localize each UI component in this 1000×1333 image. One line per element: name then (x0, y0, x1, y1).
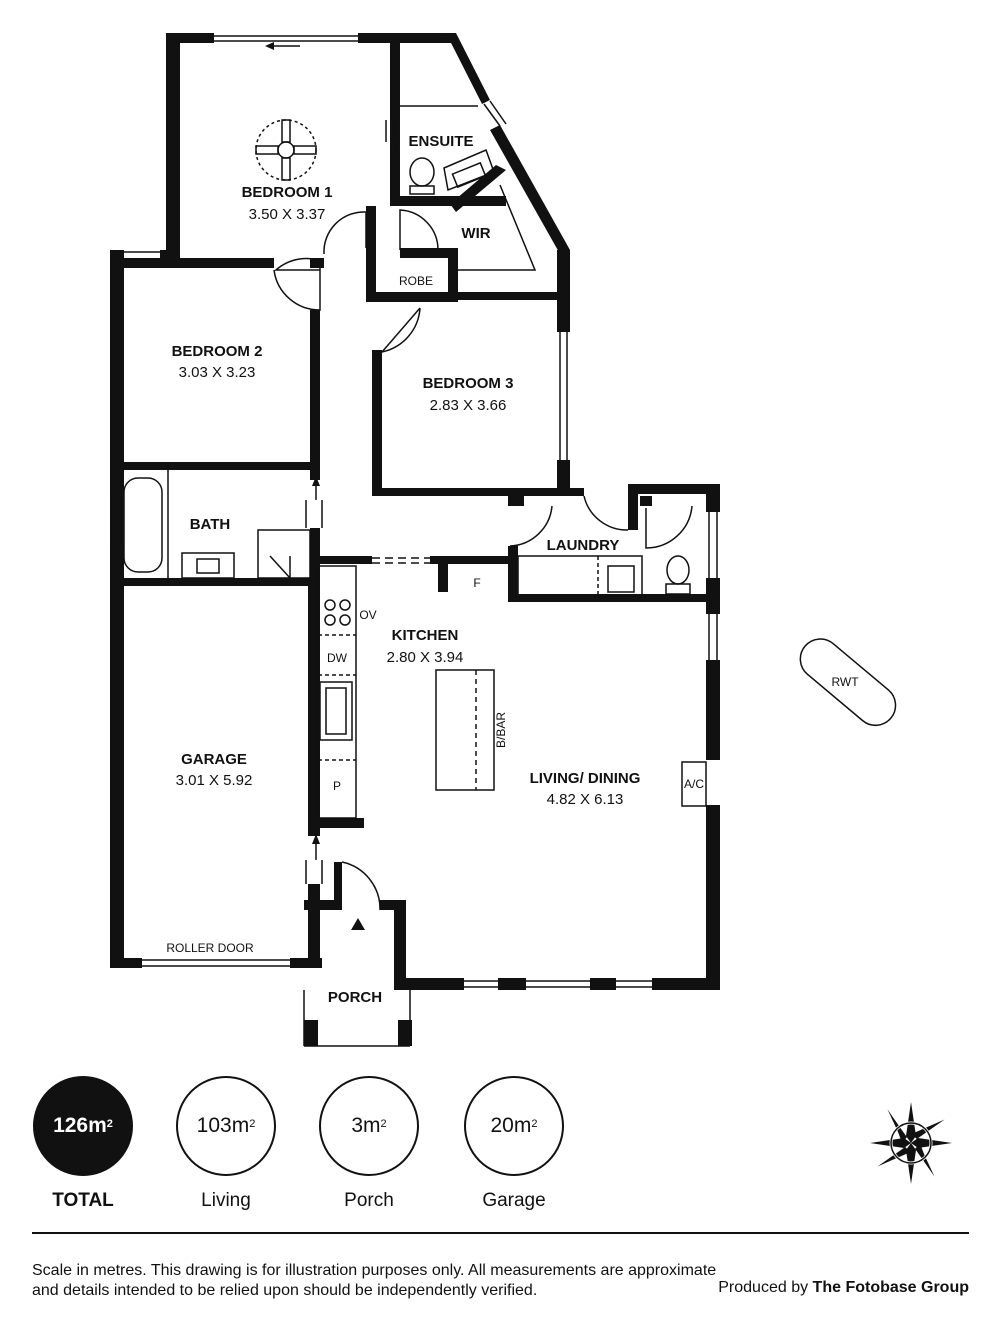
bedroom3-label: BEDROOM 3 (423, 375, 514, 392)
area-porch-value: 3m (351, 1114, 381, 1137)
area-total-value: 126m (53, 1114, 107, 1137)
bedroom2-label: BEDROOM 2 (172, 343, 263, 360)
aircon-label: A/C (684, 777, 704, 791)
area-living-value: 103m (196, 1114, 250, 1137)
brand-name: The Fotobase Group (812, 1279, 969, 1296)
bedroom3-dim: 2.83 X 3.66 (430, 397, 507, 414)
ensuite-label: ENSUITE (408, 133, 473, 150)
laundry-label: LAUNDRY (547, 537, 620, 554)
compass-rose-icon (870, 1102, 952, 1184)
footer-divider (32, 1232, 969, 1234)
bedroom2-dim: 3.03 X 3.23 (179, 364, 256, 381)
rwt-label: RWT (831, 675, 859, 689)
details (111, 35, 897, 1047)
disclaimer-text: Scale in metres. This drawing is for ill… (32, 1262, 717, 1299)
floor-plan: BEDROOM 1 3.50 X 3.37 ENSUITE WIR ROBE B… (110, 33, 897, 1047)
fridge-label: F (473, 576, 480, 590)
area-living-label: Living (201, 1190, 251, 1211)
kitchen-label: KITCHEN (392, 627, 459, 644)
wir-label: WIR (461, 225, 490, 242)
area-total-label: TOTAL (52, 1190, 114, 1211)
arrows (265, 42, 400, 930)
bedroom1-label: BEDROOM 1 (242, 184, 333, 201)
area-garage-label: Garage (482, 1190, 546, 1211)
area-total-sup: 2 (106, 1118, 113, 1130)
area-porch-sup: 2 (380, 1118, 387, 1130)
producer-credit: Produced by The Fotobase Group (718, 1279, 969, 1297)
area-garage-sup: 2 (531, 1118, 538, 1130)
bath-label: BATH (190, 516, 231, 533)
pantry-label: P (333, 779, 341, 793)
area-living-sup: 2 (249, 1118, 256, 1130)
oven-label: OV (359, 608, 376, 622)
garage-label: GARAGE (181, 751, 247, 768)
produced-by-text: Produced by (718, 1279, 809, 1296)
roller-door-label: ROLLER DOOR (166, 941, 254, 955)
area-porch-label: Porch (344, 1190, 394, 1211)
bedroom1-dim: 3.50 X 3.37 (249, 206, 326, 223)
walls (110, 33, 720, 1046)
dishwasher-label: DW (327, 651, 348, 665)
breakfast-bar-label: B/BAR (494, 712, 508, 748)
robe-label: ROBE (399, 274, 433, 288)
kitchen-dim: 2.80 X 3.94 (387, 649, 464, 666)
area-garage-value: 20m (490, 1114, 532, 1137)
living-dim: 4.82 X 6.13 (547, 791, 624, 808)
garage-dim: 3.01 X 5.92 (176, 772, 253, 789)
living-label: LIVING/ DINING (530, 770, 641, 787)
porch-label: PORCH (328, 989, 382, 1006)
